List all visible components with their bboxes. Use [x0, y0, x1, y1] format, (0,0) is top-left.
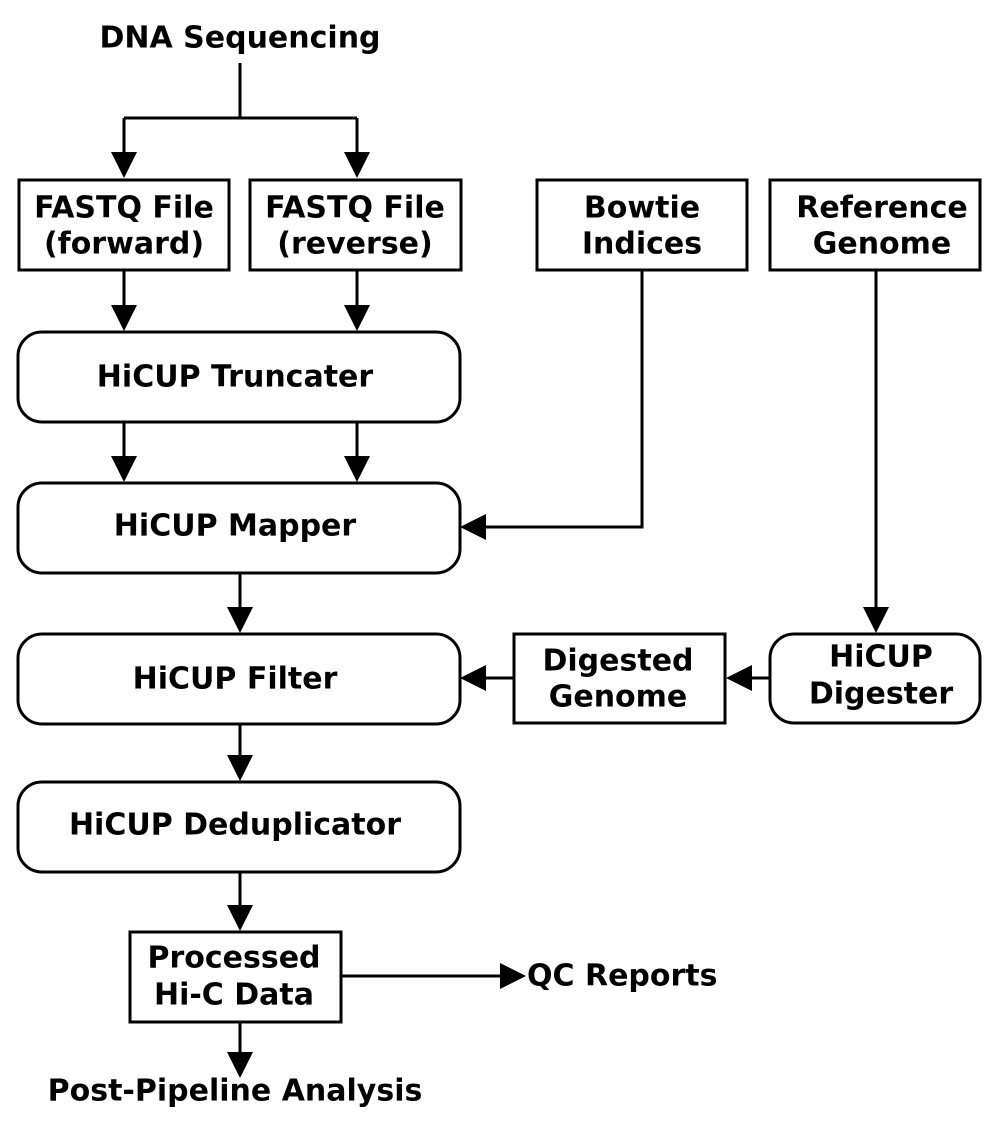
- arrowhead-down: [227, 607, 253, 633]
- truncater-box: HiCUP Truncater: [16, 330, 462, 424]
- arrowhead-down: [344, 305, 370, 331]
- qc-reports-label: QC Reports: [527, 959, 718, 994]
- arrowhead-down: [344, 456, 370, 482]
- fastq-forward-line1: FASTQ File: [34, 191, 214, 226]
- arrowhead-down: [227, 905, 253, 931]
- connector-bowtie-to-mapper: [486, 270, 644, 529]
- deduplicator-label: HiCUP Deduplicator: [69, 808, 401, 843]
- arrowheads: [111, 152, 889, 1078]
- digester-box: HiCUP Digester: [768, 632, 982, 725]
- bowtie-indices-line2: Indices: [582, 227, 702, 262]
- processed-data-line1: Processed: [147, 941, 320, 976]
- digester-line1: HiCUP: [829, 640, 933, 675]
- truncater-label: HiCUP Truncater: [97, 360, 374, 395]
- arrowhead-down: [111, 456, 137, 482]
- bowtie-indices-box: Bowtie Indices: [535, 178, 749, 272]
- arrowhead-down: [227, 1052, 253, 1078]
- digested-genome-box: Digested Genome: [512, 632, 727, 725]
- processed-data-box: Processed Hi-C Data: [128, 930, 343, 1024]
- arrowhead-down: [344, 152, 370, 178]
- mapper-box: HiCUP Mapper: [16, 481, 462, 575]
- filter-label: HiCUP Filter: [133, 662, 338, 697]
- digested-genome-line2: Genome: [549, 680, 688, 715]
- processed-data-line2: Hi-C Data: [154, 978, 314, 1013]
- filter-box: HiCUP Filter: [16, 632, 462, 726]
- fastq-forward-box: FASTQ File (forward): [17, 178, 231, 272]
- reference-genome-box: Reference Genome: [768, 178, 982, 272]
- arrowhead-right: [500, 963, 526, 989]
- deduplicator-box: HiCUP Deduplicator: [16, 780, 462, 874]
- arrowhead-left: [726, 665, 752, 691]
- dna-sequencing-label: DNA Sequencing: [99, 21, 380, 56]
- fastq-reverse-line1: FASTQ File: [265, 191, 445, 226]
- reference-genome-line1: Reference: [796, 191, 967, 226]
- fastq-reverse-box: FASTQ File (reverse): [248, 178, 463, 272]
- arrowhead-left: [460, 665, 486, 691]
- digester-line2: Digester: [809, 677, 954, 712]
- arrowhead-down: [111, 305, 137, 331]
- post-pipeline-label: Post-Pipeline Analysis: [48, 1074, 423, 1109]
- digested-genome-line1: Digested: [542, 644, 693, 679]
- arrowhead-down: [111, 152, 137, 178]
- connectors: [122, 63, 878, 1052]
- bowtie-indices-line1: Bowtie: [584, 191, 700, 226]
- mapper-label: HiCUP Mapper: [114, 509, 357, 544]
- arrowhead-down: [863, 607, 889, 633]
- connector-sequencing-split: [122, 63, 359, 152]
- reference-genome-line2: Genome: [813, 227, 952, 262]
- arrowhead-left: [460, 514, 486, 540]
- fastq-forward-line2: (forward): [44, 227, 204, 262]
- arrowhead-down: [227, 755, 253, 781]
- fastq-reverse-line2: (reverse): [277, 227, 432, 262]
